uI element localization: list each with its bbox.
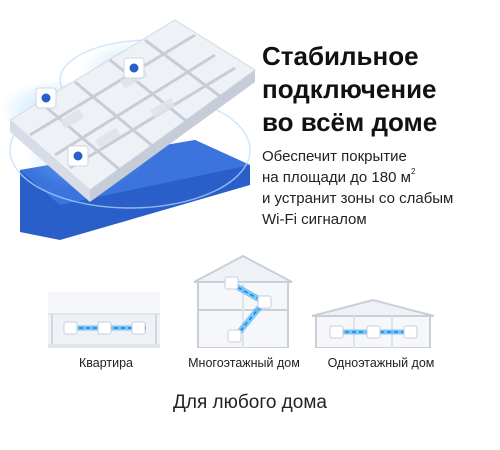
scenario-label: Квартира <box>78 356 134 370</box>
superscript: 2 <box>410 167 416 176</box>
footer-tagline: Для любого дома <box>173 392 327 413</box>
single-storey-house-illustration <box>310 298 436 348</box>
description-line: и устранит зоны со слабым <box>262 190 454 207</box>
scenario-label: Многоэтажный дом <box>188 356 300 370</box>
title-line: подключение <box>262 74 437 104</box>
description-line: Wi-Fi сигналом <box>262 211 367 228</box>
apartment-illustration <box>48 292 160 348</box>
router-icon <box>35 87 57 109</box>
description-line: Обеспечит покрытие <box>262 148 407 165</box>
multi-storey-house-illustration <box>190 252 296 348</box>
feature-description: Обеспечит покрытие на площади до 180 м2 … <box>262 146 494 230</box>
router-icon <box>67 145 89 167</box>
description-area-text: на площади до 180 м <box>262 169 411 186</box>
router-icon <box>123 57 145 79</box>
description-line: на площади до 180 м2 <box>262 167 494 188</box>
floor-plan-illustration <box>0 0 260 250</box>
scenario-label: Одноэтажный дом <box>327 356 435 370</box>
page-title: Стабильное подключение во всём доме <box>262 40 492 139</box>
title-line: во всём доме <box>262 107 438 137</box>
title-line: Стабильное <box>262 41 419 71</box>
